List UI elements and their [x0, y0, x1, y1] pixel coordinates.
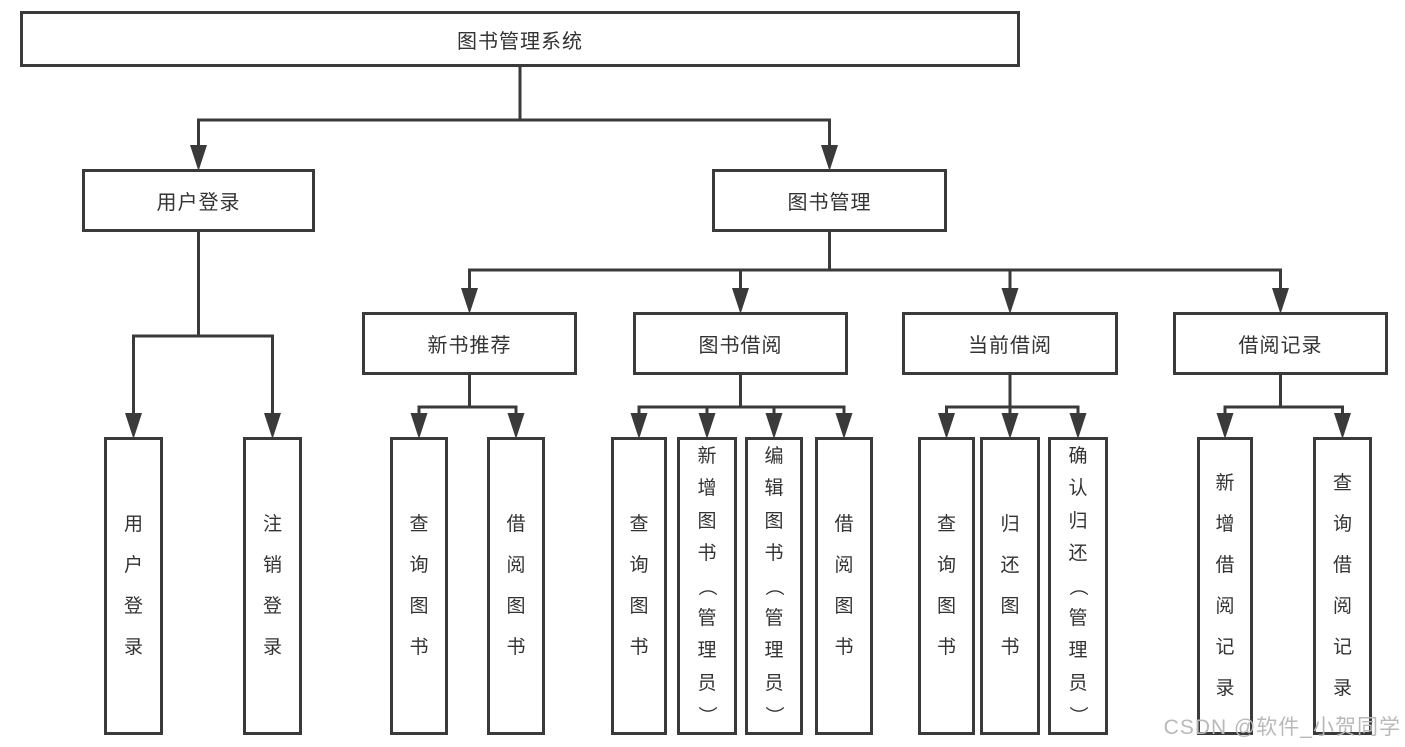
node-label-leaf-user-login: 用户登录 — [123, 514, 143, 658]
node-label-current-borrow: 当前借阅 — [968, 335, 1052, 357]
node-leaf-cb-query: 查询图书 — [918, 437, 975, 735]
node-label-leaf-nb-query: 查询图书 — [409, 514, 429, 658]
node-label-leaf-logout: 注销登录 — [262, 514, 282, 658]
node-new-book-rec: 新书推荐 — [362, 312, 577, 375]
node-leaf-nb-query: 查询图书 — [390, 437, 448, 735]
node-leaf-bb-query: 查询图书 — [611, 437, 667, 735]
node-leaf-bb-edit: 编辑图书（管理员） — [745, 437, 803, 735]
node-label-root: 图书管理系统 — [457, 30, 583, 53]
node-label-borrow-records: 借阅记录 — [1238, 335, 1323, 357]
node-label-book-mgmt: 图书管理 — [787, 192, 872, 214]
node-leaf-bb-add: 新增图书（管理员） — [677, 437, 737, 735]
node-label-leaf-cb-return: 归还图书 — [1000, 514, 1020, 658]
node-label-leaf-nb-borrow: 借阅图书 — [506, 514, 526, 658]
node-label-leaf-bb-add: 新增图书（管理员） — [696, 446, 718, 726]
node-label-leaf-br-query: 查询借阅记录 — [1332, 473, 1352, 699]
node-leaf-logout: 注销登录 — [243, 437, 302, 735]
node-leaf-user-login: 用户登录 — [104, 437, 163, 735]
watermark: CSDN @软件_小贺同学 — [1163, 716, 1401, 739]
node-leaf-cb-return: 归还图书 — [980, 437, 1040, 735]
node-root: 图书管理系统 — [20, 11, 1020, 67]
node-label-leaf-bb-query: 查询图书 — [629, 514, 649, 658]
node-leaf-nb-borrow: 借阅图书 — [487, 437, 545, 735]
node-user-login: 用户登录 — [82, 169, 315, 232]
node-label-book-borrow: 图书借阅 — [698, 335, 783, 357]
node-leaf-br-add: 新增借阅记录 — [1197, 437, 1253, 735]
node-leaf-bb-borrow: 借阅图书 — [815, 437, 873, 735]
node-label-leaf-bb-edit: 编辑图书（管理员） — [763, 446, 785, 726]
node-leaf-br-query: 查询借阅记录 — [1313, 437, 1372, 735]
node-book-borrow: 图书借阅 — [633, 312, 848, 375]
node-borrow-records: 借阅记录 — [1173, 312, 1388, 375]
node-label-leaf-cb-confirm: 确认归还（管理员） — [1067, 446, 1089, 726]
node-book-mgmt: 图书管理 — [712, 169, 947, 232]
node-label-leaf-bb-borrow: 借阅图书 — [834, 514, 854, 658]
node-label-new-book-rec: 新书推荐 — [427, 335, 512, 357]
node-label-leaf-br-add: 新增借阅记录 — [1215, 473, 1235, 699]
node-current-borrow: 当前借阅 — [902, 312, 1118, 375]
node-label-leaf-cb-query: 查询图书 — [936, 514, 956, 658]
node-leaf-cb-confirm: 确认归还（管理员） — [1048, 437, 1108, 735]
node-label-user-login: 用户登录 — [156, 192, 241, 214]
